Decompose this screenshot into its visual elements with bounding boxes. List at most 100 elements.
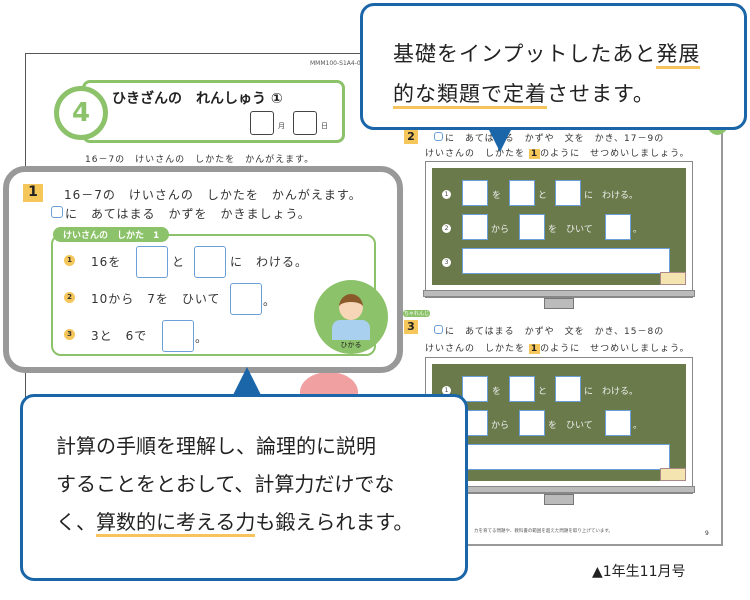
- callout-top: 基礎をインプットしたあと発展的な類題で定着させます。: [360, 3, 747, 130]
- answer-box[interactable]: [509, 180, 535, 206]
- text: のように せつめいしましょう。: [540, 149, 690, 159]
- character-name: ひかる: [340, 341, 362, 349]
- callout-pointer: [232, 367, 262, 397]
- text: も鍛えられます。: [255, 510, 414, 534]
- method-tag: けいさんの しかた 1: [53, 227, 170, 242]
- zoomed-problem-panel: 1 16－7の けいさんの しかたを かんがえます。 に あてはまる かずを か…: [3, 166, 403, 373]
- problem-3-text: に あてはまる かずや 文を かき、15－8の: [445, 327, 665, 337]
- answer-box[interactable]: [462, 376, 488, 402]
- answer-box[interactable]: [136, 246, 168, 278]
- day-label: 日: [321, 122, 328, 130]
- footnote: 力を育てる問題や、教科書の範囲を超えた問題を取り上げています。: [474, 529, 613, 534]
- step-text: 3と 6で: [91, 329, 148, 343]
- board-text: を: [492, 191, 502, 201]
- text: のように せつめいしましょう。: [540, 344, 690, 354]
- board-text: から: [491, 225, 510, 235]
- board-text: を ひいて: [548, 421, 593, 431]
- callout-top-text: 基礎をインプットしたあと発展的な類題で定着させます。: [393, 34, 733, 114]
- board-text: と: [538, 387, 548, 397]
- step-number: 2: [64, 292, 75, 303]
- chalk-tray: [423, 290, 695, 297]
- eraser-icon: [660, 468, 686, 481]
- step-number: 1: [64, 255, 75, 266]
- step-number: 3: [64, 329, 75, 340]
- caption: ▲1年生11月号: [592, 564, 686, 580]
- callout-pointer: [487, 126, 513, 152]
- text: させます。: [547, 82, 655, 106]
- answer-box[interactable]: [509, 376, 535, 402]
- method-box: けいさんの しかた 1 1 16を と に わける。 2 10から 7を ひいて…: [51, 227, 376, 356]
- answer-field[interactable]: [462, 444, 670, 470]
- text: 計算の手順を理解し、論理的に説明: [56, 434, 376, 458]
- problem-text-2: に あてはまる かずを かきましょう。: [65, 207, 311, 221]
- page-code: MMM100-S1A4-01: [310, 60, 365, 67]
- ref-badge: 1: [528, 149, 541, 159]
- problem-2-text: に あてはまる かずや 文を かき、17－9の: [445, 134, 665, 144]
- highlight: 発展: [656, 42, 701, 69]
- month-label: 月: [278, 122, 285, 130]
- answer-box[interactable]: [605, 410, 631, 436]
- text: することをとおして、計算力だけでな: [56, 472, 395, 496]
- blank-box-icon: [51, 206, 63, 218]
- highlight: 的な類題で定着: [393, 82, 547, 109]
- callout-bottom-text: 計算の手順を理解し、論理的に説明 することをとおして、計算力だけでな く、算数的…: [56, 427, 413, 541]
- answer-box[interactable]: [519, 214, 545, 240]
- unit-title: ひきざんの れんしゅう ①: [112, 91, 283, 107]
- answer-box[interactable]: [605, 214, 631, 240]
- answer-field[interactable]: [462, 248, 670, 274]
- answer-box[interactable]: [162, 320, 194, 352]
- text: く、: [56, 510, 96, 534]
- problem-text-1: 16－7の けいさんの しかたを かんがえます。: [64, 188, 362, 202]
- answer-box[interactable]: [462, 214, 488, 240]
- text: けいさんの しかたを: [425, 344, 526, 354]
- board-text: に わける。: [584, 387, 639, 397]
- board-text: を: [492, 387, 502, 397]
- step-text: 16を: [91, 255, 122, 269]
- problem-2-number: 2: [404, 130, 418, 144]
- character-shirt: [332, 320, 370, 340]
- board-text: に わける。: [584, 191, 639, 201]
- answer-box[interactable]: [462, 180, 488, 206]
- blank-box-icon: [434, 325, 443, 334]
- callout-bottom: 計算の手順を理解し、論理的に説明 することをとおして、計算力だけでな く、算数的…: [20, 394, 468, 581]
- problem-number: 1: [23, 184, 43, 202]
- month-box: [250, 111, 274, 135]
- board-stand: [544, 494, 574, 505]
- board-text: 。: [633, 421, 643, 431]
- step-text: 10から 7を ひいて: [91, 292, 221, 306]
- row-number: 2: [442, 224, 451, 233]
- step-text: 。: [263, 294, 277, 308]
- problem-3-number: 3: [404, 320, 418, 334]
- eraser-icon: [660, 272, 686, 285]
- blank-box-icon: [434, 132, 443, 141]
- text: けいさんの しかたを: [425, 149, 526, 159]
- chalkboard-2: 1 を と に わける。 から を ひいて 。: [423, 357, 695, 505]
- board-text: 。: [633, 225, 643, 235]
- board-text: と: [538, 191, 548, 201]
- answer-box[interactable]: [555, 180, 581, 206]
- highlight: 算数的に考える力: [96, 510, 256, 537]
- text: 基礎をインプットしたあと: [393, 42, 657, 66]
- row-number: 3: [442, 258, 451, 267]
- answer-box[interactable]: [230, 283, 262, 315]
- step-text: と: [172, 255, 186, 269]
- row-number: 1: [442, 190, 451, 199]
- row-number: 1: [442, 386, 451, 395]
- unit-number: 4: [54, 86, 108, 140]
- character-face: [339, 294, 363, 320]
- step-text: に わける。: [230, 255, 309, 269]
- ref-badge: 1: [528, 344, 541, 354]
- board-stand: [544, 298, 574, 309]
- board-text: を ひいて: [548, 225, 593, 235]
- answer-box[interactable]: [194, 246, 226, 278]
- character-hikaru: ひかる: [314, 280, 388, 354]
- answer-box[interactable]: [519, 410, 545, 436]
- challenge-badge: ちゃれんじ: [403, 310, 431, 317]
- day-box: [293, 111, 317, 135]
- answer-box[interactable]: [555, 376, 581, 402]
- page-number: 9: [705, 530, 709, 537]
- hidden-problem-line: 16－7の けいさんの しかたを かんがえます。: [85, 155, 315, 165]
- board-text: から: [491, 421, 510, 431]
